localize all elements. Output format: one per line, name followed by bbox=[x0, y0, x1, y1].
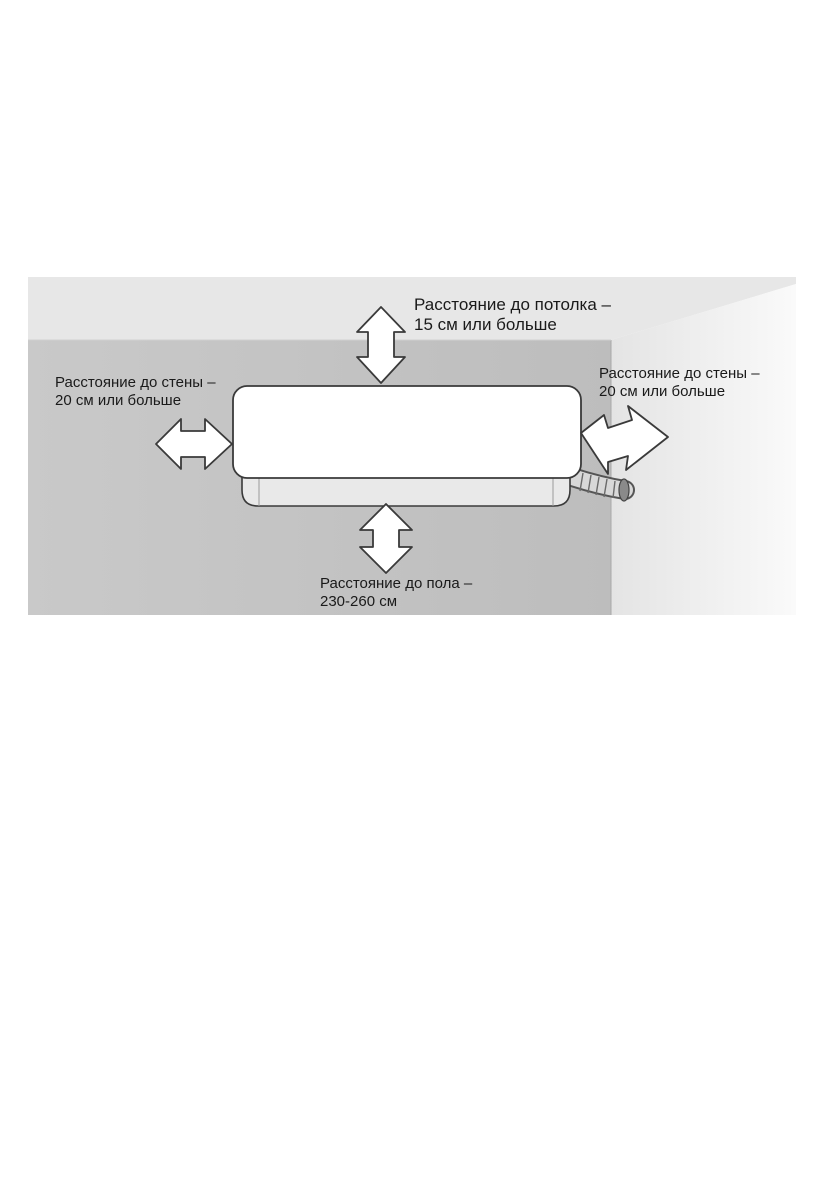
ceiling-surface bbox=[28, 277, 796, 340]
ceiling-clearance-label: Расстояние до потолка – 15 см или больше bbox=[414, 295, 611, 335]
right-wall-clearance-label-line2: 20 см или больше bbox=[599, 382, 726, 400]
floor-clearance-arrow bbox=[359, 503, 413, 574]
right-wall-clearance-label-line1: Расстояние до стены – bbox=[599, 365, 760, 382]
floor-clearance-label: Расстояние до пола – 230-260 см bbox=[320, 575, 472, 610]
floor-clearance-label-line2: 230-260 см bbox=[320, 592, 398, 610]
left-wall-clearance-label: Расстояние до стены – 20 см или больше bbox=[55, 374, 216, 409]
left-wall-clearance-label-line2: 20 см или больше bbox=[55, 391, 182, 409]
floor-clearance-label-line1: Расстояние до пола – bbox=[320, 575, 473, 592]
ceiling-clearance-arrow bbox=[356, 306, 406, 384]
ceiling-clearance-label-line2: 15 см или больше bbox=[414, 315, 557, 335]
left-wall-clearance-label-line1: Расстояние до стены – bbox=[55, 374, 216, 391]
right-wall-clearance-arrow bbox=[580, 405, 669, 475]
indoor-unit bbox=[232, 385, 582, 507]
refrigerant-pipe bbox=[562, 467, 635, 502]
right-wall-clearance-label: Расстояние до стены – 20 см или больше bbox=[599, 365, 760, 400]
left-wall-clearance-arrow bbox=[155, 418, 233, 470]
side-wall bbox=[611, 284, 796, 615]
ceiling-clearance-label-line1: Расстояние до потолка – bbox=[414, 295, 611, 314]
